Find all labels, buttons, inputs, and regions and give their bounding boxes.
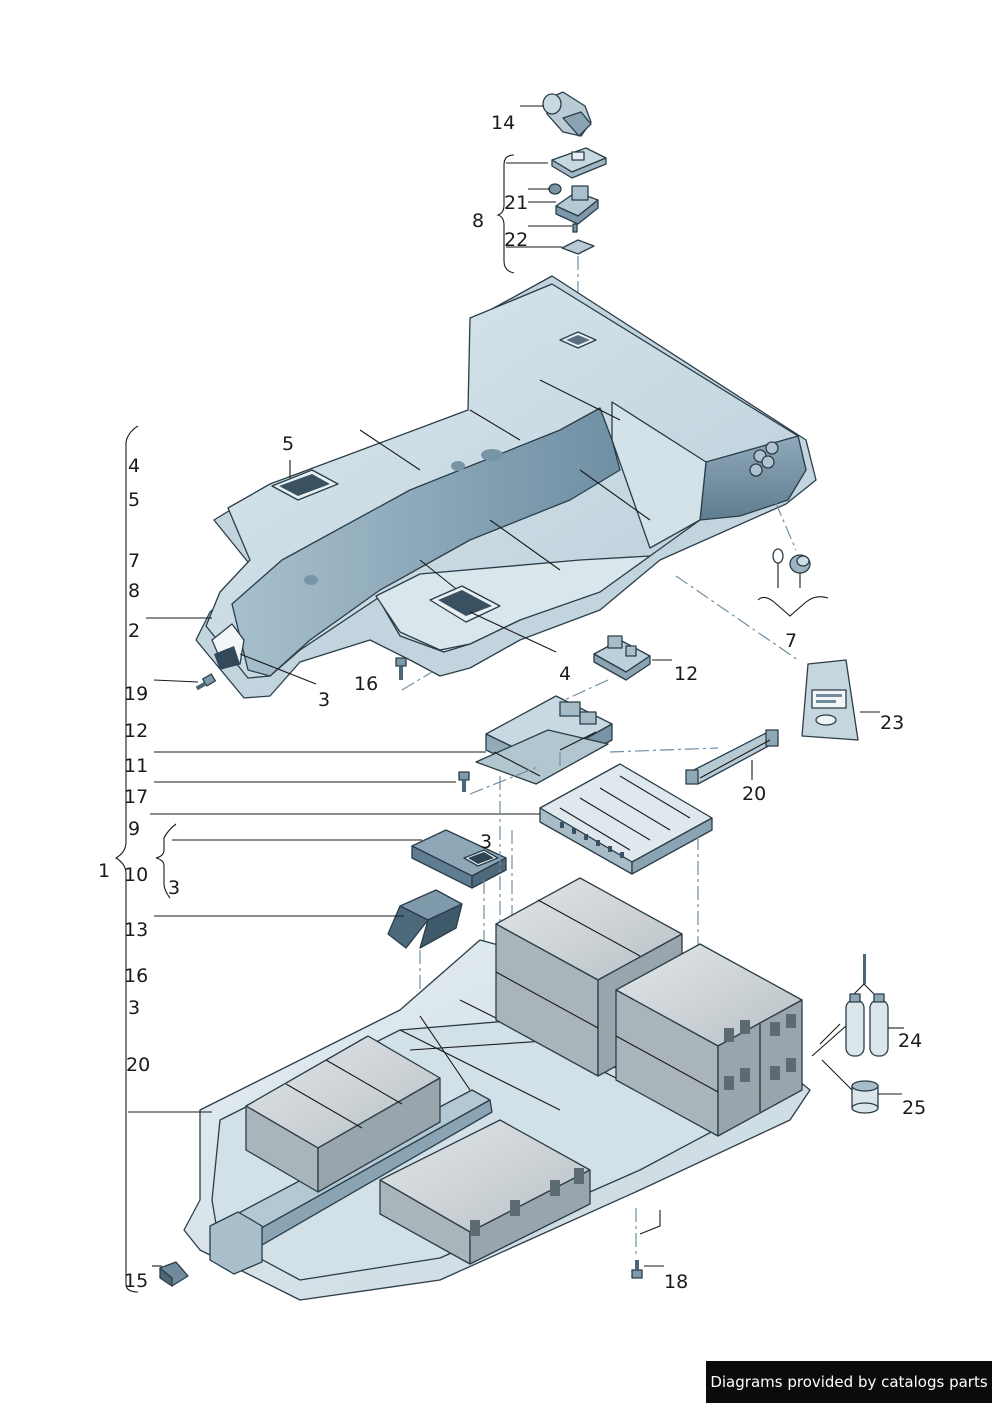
index-list: 4 5 7 8 2 19 12 11 17 9 10 3 13 16 3 20 … [124, 455, 180, 1292]
callout-24: 24 [898, 1030, 922, 1052]
callout-14: 14 [491, 112, 515, 134]
front-hv-connector [209, 1211, 263, 1275]
index-item: 20 [126, 1054, 150, 1076]
index-item: 3 [128, 997, 140, 1019]
index-item: 9 [128, 818, 140, 840]
index-item: 16 [124, 965, 148, 987]
callout-1: 1 [98, 860, 110, 882]
seal-ring [772, 548, 784, 564]
callout-4: 4 [559, 663, 571, 685]
relay-bracket-12 [593, 635, 651, 681]
assembly-brace [114, 425, 139, 1293]
callout-8: 8 [472, 210, 484, 232]
cooling-plate-9 [539, 763, 713, 875]
cell-module-left [245, 1035, 441, 1193]
index-item: 7 [128, 550, 140, 572]
callout-3-upper: 3 [318, 689, 330, 711]
index-item: 12 [124, 720, 148, 742]
control-unit-11 [475, 695, 613, 785]
clip-15 [159, 1261, 189, 1287]
bolt-17 [458, 771, 470, 792]
index-item: 11 [124, 755, 148, 777]
index-item: 13 [124, 919, 148, 941]
callout-25: 25 [902, 1097, 926, 1119]
connector-plug-part [542, 91, 592, 137]
callout-7: 7 [785, 630, 797, 652]
index-item: 3 [168, 877, 180, 899]
bolt-16 [395, 657, 407, 680]
index-item: 10 [124, 864, 148, 886]
service-plug-assembly [548, 147, 607, 255]
index-item: 2 [128, 620, 140, 642]
compound-can-25 [851, 1080, 879, 1114]
attribution-banner: Diagrams provided by catalogs parts [706, 1361, 992, 1403]
rear-connector-ports [749, 441, 779, 477]
callout-18: 18 [664, 1271, 688, 1293]
cell-module-stack-front [615, 943, 803, 1137]
index-item: 19 [124, 683, 148, 705]
callout-21: 21 [504, 192, 528, 214]
vent-plug [789, 554, 811, 574]
callout-3-middle: 3 [480, 831, 492, 853]
index-item: 17 [124, 786, 148, 808]
callout-23: 23 [880, 712, 904, 734]
callout-22: 22 [504, 229, 528, 251]
junction-box-10 [411, 829, 507, 889]
index-item: 5 [128, 489, 140, 511]
bolt-19 [195, 673, 216, 691]
bolt-18 [631, 1260, 643, 1279]
sealant-bottles-24 [845, 954, 889, 1057]
index-item: 15 [124, 1270, 148, 1292]
callout-20-right: 20 [742, 783, 766, 805]
cell-module-front [379, 1119, 591, 1265]
fuse-holder-13 [387, 889, 463, 949]
label-kit-23 [801, 659, 859, 741]
index-item: 4 [128, 455, 140, 477]
wiring-harness-20 [685, 729, 779, 785]
index-item: 8 [128, 580, 140, 602]
callout-12-right: 12 [674, 663, 698, 685]
callout-5: 5 [282, 433, 294, 455]
battery-cover [195, 275, 817, 699]
callout-16-upper: 16 [354, 673, 378, 695]
